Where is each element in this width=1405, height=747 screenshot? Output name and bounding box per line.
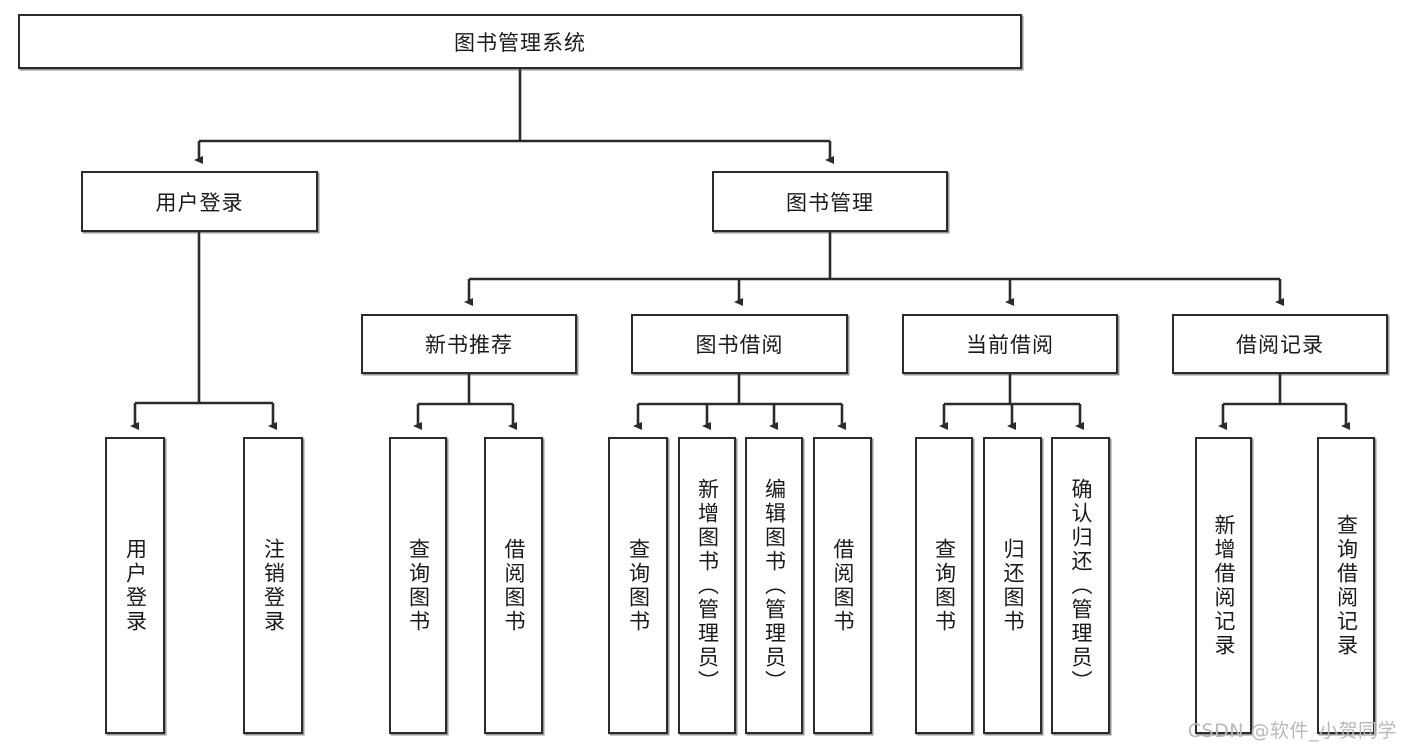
node-leaf-query-book-2[interactable]: 查询图书: [608, 437, 668, 734]
watermark: CSDN @软件_小贺同学: [1187, 720, 1397, 742]
node-new-book-recommend[interactable]: 新书推荐: [361, 314, 577, 374]
node-leaf-add-book-label: 新增图书（管理员）: [695, 477, 720, 694]
node-user-login[interactable]: 用户登录: [81, 171, 318, 232]
node-book-borrow-label: 图书借阅: [695, 333, 784, 357]
node-root-label: 图书管理系统: [454, 30, 586, 55]
node-borrow-record-label: 借阅记录: [1236, 333, 1324, 357]
node-leaf-query-book-1[interactable]: 查询图书: [389, 437, 447, 734]
node-book-manage-label: 图书管理: [786, 190, 874, 215]
node-leaf-add-book[interactable]: 新增图书（管理员）: [678, 437, 736, 734]
node-root[interactable]: 图书管理系统: [18, 14, 1022, 69]
node-leaf-user-login-label: 用户登录: [123, 537, 148, 634]
node-user-login-label: 用户登录: [155, 190, 244, 215]
node-leaf-query-record[interactable]: 查询借阅记录: [1317, 437, 1375, 734]
node-leaf-edit-book-label: 编辑图书（管理员）: [762, 477, 787, 694]
node-leaf-query-book-1-label: 查询图书: [406, 537, 431, 634]
node-leaf-edit-book[interactable]: 编辑图书（管理员）: [745, 437, 803, 734]
node-leaf-return-book[interactable]: 归还图书: [983, 437, 1042, 734]
node-leaf-confirm-return[interactable]: 确认归还（管理员）: [1051, 437, 1110, 734]
node-book-borrow[interactable]: 图书借阅: [631, 314, 848, 374]
node-leaf-query-book-3-label: 查询图书: [932, 537, 957, 634]
node-leaf-logout[interactable]: 注销登录: [243, 437, 303, 734]
node-borrow-record[interactable]: 借阅记录: [1172, 314, 1388, 374]
node-leaf-borrow-book-2-label: 借阅图书: [831, 537, 855, 634]
node-leaf-query-book-2-label: 查询图书: [626, 537, 651, 634]
node-new-book-recommend-label: 新书推荐: [425, 333, 513, 357]
node-leaf-logout-label: 注销登录: [261, 537, 286, 634]
node-book-manage[interactable]: 图书管理: [712, 171, 948, 232]
node-current-borrow[interactable]: 当前借阅: [902, 314, 1118, 374]
node-leaf-borrow-book-2[interactable]: 借阅图书: [813, 437, 872, 734]
node-leaf-confirm-return-label: 确认归还（管理员）: [1069, 477, 1093, 694]
node-leaf-user-login[interactable]: 用户登录: [105, 437, 165, 734]
node-leaf-query-book-3[interactable]: 查询图书: [915, 437, 973, 734]
node-leaf-add-record[interactable]: 新增借阅记录: [1195, 437, 1252, 734]
node-leaf-borrow-book-1[interactable]: 借阅图书: [484, 437, 543, 734]
node-leaf-add-record-label: 新增借阅记录: [1212, 513, 1236, 658]
node-leaf-borrow-book-1-label: 借阅图书: [502, 537, 526, 634]
node-leaf-return-book-label: 归还图书: [1001, 537, 1025, 634]
node-leaf-query-record-label: 查询借阅记录: [1334, 513, 1359, 658]
node-current-borrow-label: 当前借阅: [966, 333, 1054, 357]
